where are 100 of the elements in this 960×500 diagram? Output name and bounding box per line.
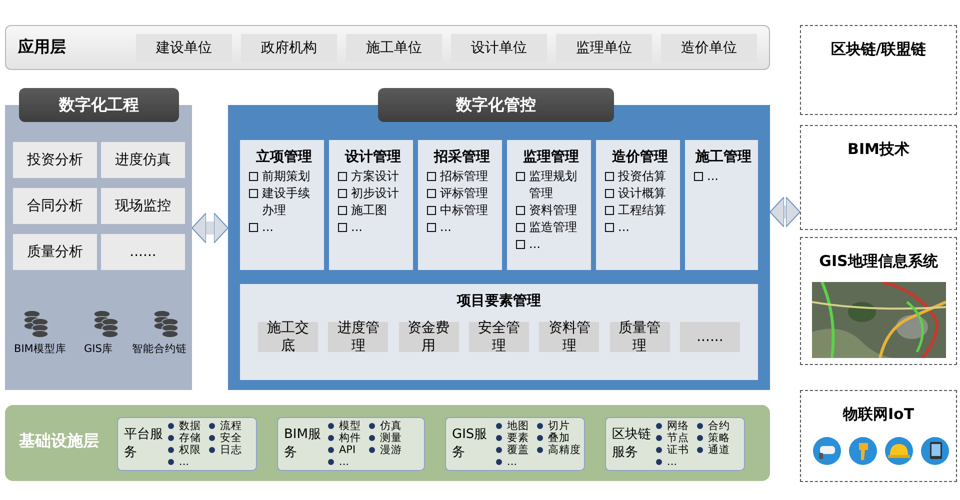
list-item: ... xyxy=(179,456,190,468)
list-item: 投资估算 xyxy=(618,168,666,185)
list-item: 地图 xyxy=(507,419,529,432)
list-item: 漫游 xyxy=(380,443,402,457)
function-tile: 进度仿真 xyxy=(101,142,185,178)
card-heading: 招采管理 xyxy=(432,148,491,166)
list-item: ... xyxy=(507,456,518,468)
module-card xyxy=(329,140,413,270)
card-heading: 造价管理 xyxy=(611,148,669,166)
function-tile: 施工交底 xyxy=(258,322,318,352)
list-item: 通道 xyxy=(708,443,730,457)
list-item: 权限 xyxy=(179,443,201,457)
list-item: 合约 xyxy=(708,419,730,432)
list-item: 模型 xyxy=(339,419,361,432)
function-tile: 施工单位 xyxy=(346,34,442,62)
service-card xyxy=(277,417,425,471)
list-item: 测量 xyxy=(380,431,402,444)
function-tile: 政府机构 xyxy=(241,34,337,62)
layer-band xyxy=(5,25,770,70)
section-heading: 物联网IoT xyxy=(842,405,916,424)
module-card xyxy=(507,140,591,270)
function-tile: 进度管理 xyxy=(328,322,388,352)
service-label: GIS服务 xyxy=(452,426,488,462)
list-item: 策略 xyxy=(708,431,730,444)
section-heading: 项目要素管理 xyxy=(456,292,542,310)
list-item: 建设手续办理 xyxy=(262,185,311,219)
module-card xyxy=(418,140,502,270)
dashed-card xyxy=(800,237,957,365)
function-tile: 安全管理 xyxy=(468,322,529,352)
function-tile: ...... xyxy=(680,322,740,352)
list-item: ... xyxy=(262,219,274,236)
section-heading: 区块链/联盟链 xyxy=(830,40,928,59)
database-label: 智能合约链 xyxy=(132,342,187,356)
card-heading: 监理管理 xyxy=(522,148,580,166)
function-tile: 监理单位 xyxy=(556,34,652,62)
list-item: ... xyxy=(707,168,718,185)
list-item: 监理规划管理 xyxy=(529,168,578,202)
list-item: ... xyxy=(667,456,678,468)
list-item: 初步设计 xyxy=(351,185,399,202)
card-heading: 施工管理 xyxy=(694,148,752,166)
function-tile: 现场监控 xyxy=(101,188,185,224)
list-item: 资料管理 xyxy=(529,202,577,219)
list-item: 前期策划 xyxy=(262,168,310,185)
section-heading: GIS地理信息系统 xyxy=(818,252,939,271)
dashed-card xyxy=(800,125,957,230)
list-item: 网络 xyxy=(667,419,689,432)
service-card xyxy=(445,417,585,471)
function-tile: 资料管理 xyxy=(539,322,600,352)
list-item: 叠加 xyxy=(548,431,570,444)
list-item: 高精度 xyxy=(548,443,581,457)
section-panel xyxy=(228,88,770,390)
module-panel xyxy=(240,284,758,380)
double-arrow xyxy=(770,196,800,228)
list-item: 方案设计 xyxy=(351,168,399,185)
list-item: 仿真 xyxy=(380,419,402,432)
function-tile: 造价单位 xyxy=(661,34,757,62)
list-item: 流程 xyxy=(220,419,242,432)
list-item: 切片 xyxy=(548,419,570,432)
list-item: ... xyxy=(618,219,630,236)
dashed-card xyxy=(800,25,957,115)
module-card xyxy=(685,140,758,270)
list-item: 覆盖 xyxy=(507,443,529,457)
list-item: 设计概算 xyxy=(618,185,666,202)
layer-title: 基础设施层 xyxy=(19,431,99,452)
list-item: 存储 xyxy=(179,431,201,444)
list-item: 招标管理 xyxy=(440,168,488,185)
list-item: API xyxy=(339,444,356,456)
double-arrow xyxy=(192,212,228,244)
function-tile: 质量分析 xyxy=(13,234,97,270)
list-item: 中标管理 xyxy=(440,202,488,219)
layer-band xyxy=(5,405,770,481)
function-tile: ...... xyxy=(101,234,185,270)
card-heading: 立项管理 xyxy=(255,148,313,166)
service-card xyxy=(605,417,745,471)
list-item: 数据 xyxy=(179,419,201,432)
list-item: ... xyxy=(440,219,452,236)
service-card xyxy=(117,417,257,471)
list-item: ... xyxy=(339,456,350,468)
panel-header: 数字化工程 xyxy=(19,88,179,122)
list-item: 构件 xyxy=(339,431,361,445)
panel-header: 数字化管控 xyxy=(378,88,614,122)
service-label: BIM服务 xyxy=(284,426,322,462)
list-item: ... xyxy=(351,219,362,236)
card-heading: 设计管理 xyxy=(344,148,402,166)
function-tile: 投资分析 xyxy=(13,142,97,178)
module-card xyxy=(240,140,324,270)
module-card xyxy=(596,140,680,270)
layer-title: 应用层 xyxy=(18,37,66,58)
list-item: 工程结算 xyxy=(618,202,666,219)
database-label: BIM模型库 xyxy=(14,342,66,356)
dashed-card xyxy=(800,390,957,482)
function-tile: 设计单位 xyxy=(451,34,547,62)
list-item: 要素 xyxy=(507,431,529,444)
service-label: 区块链服务 xyxy=(612,426,652,462)
list-item: ... xyxy=(529,236,540,253)
function-tile: 质量管理 xyxy=(610,322,670,352)
function-tile: 建设单位 xyxy=(136,34,232,62)
list-item: 证书 xyxy=(667,443,689,457)
list-item: 安全 xyxy=(220,431,242,444)
list-item: 日志 xyxy=(220,443,242,457)
